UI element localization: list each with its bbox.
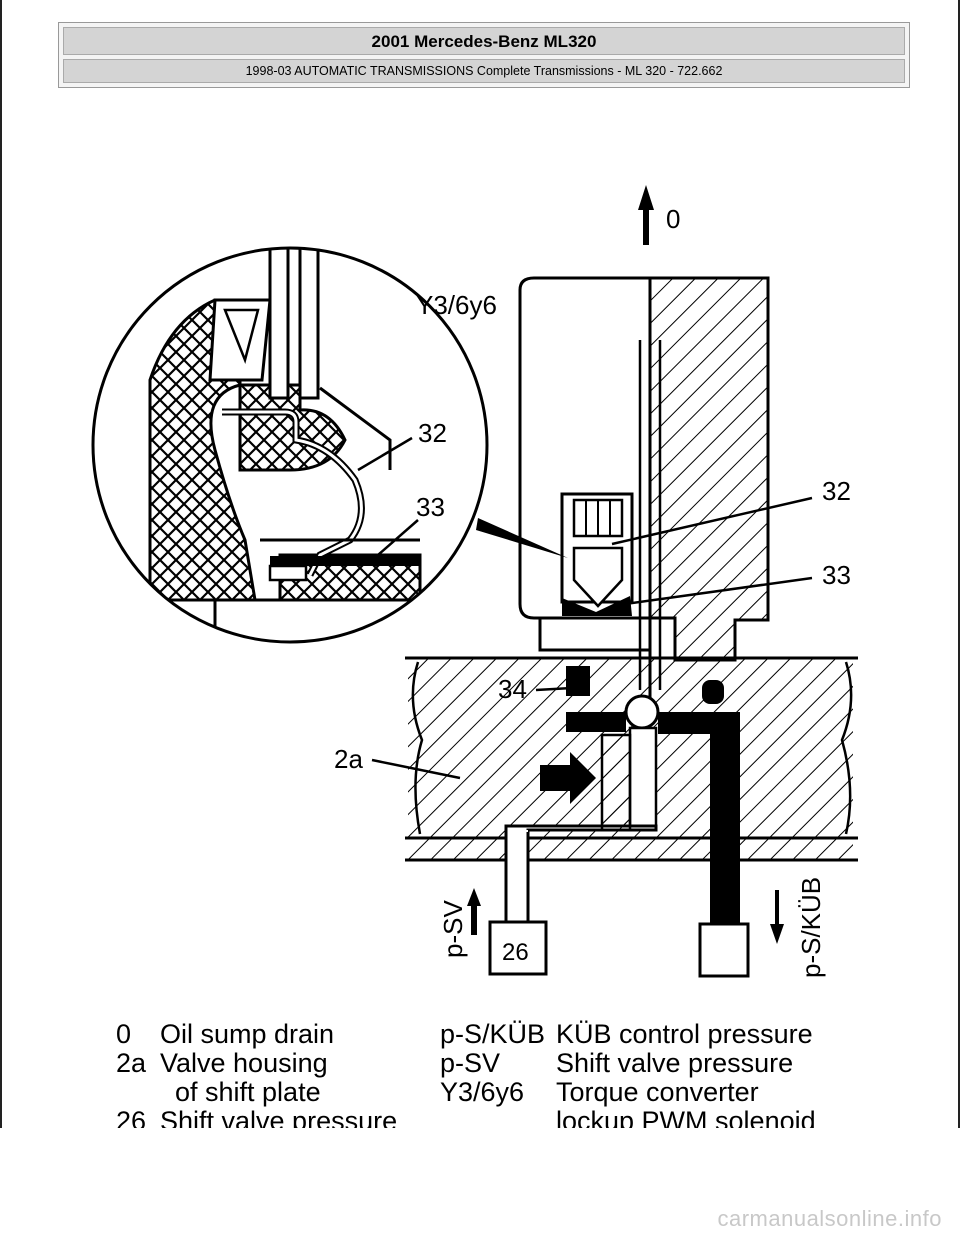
valve-diagram: 0 Y3/6y6 32 33 32 33 34 2a 26 p-SV p-S/K… xyxy=(91,185,858,978)
label-y3-6y6: Y3/6y6 xyxy=(416,290,497,320)
legend-text-2: of shift plate xyxy=(175,1077,321,1107)
label-detail-32: 32 xyxy=(418,418,447,448)
label-p-s-kub: p-S/KÜB xyxy=(796,877,826,978)
legend-code-0: 0 xyxy=(116,1019,132,1049)
manual-page: 2001 Mercedes-Benz ML320 1998-03 AUTOMAT… xyxy=(0,0,960,1136)
legend-code-p-sv: p-SV xyxy=(440,1048,501,1078)
legend-text-0: Oil sump drain xyxy=(160,1019,335,1049)
label-34: 34 xyxy=(498,674,527,704)
figure-legend: 0 Oil sump drain 2a Valve housing of shi… xyxy=(0,1010,960,1136)
legend-text-1: Valve housing xyxy=(160,1048,328,1078)
page-border-left xyxy=(0,0,2,1128)
legend-text-p-s-kub: KÜB control pressure xyxy=(556,1019,813,1049)
solenoid-housing xyxy=(518,276,770,720)
figure-labels: 0 Y3/6y6 32 33 32 33 34 2a 26 p-SV p-S/K… xyxy=(334,204,851,978)
seal-and-ball xyxy=(566,666,724,730)
legend-text-p-sv: Shift valve pressure xyxy=(556,1048,794,1078)
label-detail-33: 33 xyxy=(416,492,445,522)
label-main-33: 33 xyxy=(822,560,851,590)
label-p-sv: p-SV xyxy=(438,900,468,958)
label-main-32: 32 xyxy=(822,476,851,506)
label-26: 26 xyxy=(502,939,529,966)
legend-code-y3-6y6: Y3/6y6 xyxy=(440,1077,525,1107)
page-border-right xyxy=(958,0,960,1128)
page-footer: carmanualsonline.info xyxy=(0,1128,960,1242)
flow-arrows xyxy=(467,888,784,944)
header-subtitle: 1998-03 AUTOMATIC TRANSMISSIONS Complete… xyxy=(63,59,905,83)
drain-arrow xyxy=(638,185,654,245)
valve-element xyxy=(560,492,634,616)
oil-channels xyxy=(504,712,740,924)
legend-code-p-s-kub: p-S/KÜB xyxy=(440,1019,546,1049)
legend-code-1: 2a xyxy=(116,1048,147,1078)
page-header: 2001 Mercedes-Benz ML320 1998-03 AUTOMAT… xyxy=(58,22,910,88)
label-0: 0 xyxy=(666,204,680,234)
legend-text-y3-6y6: Torque converter xyxy=(556,1077,759,1107)
header-title: 2001 Mercedes-Benz ML320 xyxy=(63,27,905,55)
port-boxes xyxy=(488,920,750,978)
detail-circle xyxy=(91,246,489,644)
site-watermark: carmanualsonline.info xyxy=(717,1206,942,1231)
leader-lines xyxy=(357,436,813,780)
label-2a: 2a xyxy=(334,744,363,774)
detail-pointer xyxy=(476,518,568,558)
